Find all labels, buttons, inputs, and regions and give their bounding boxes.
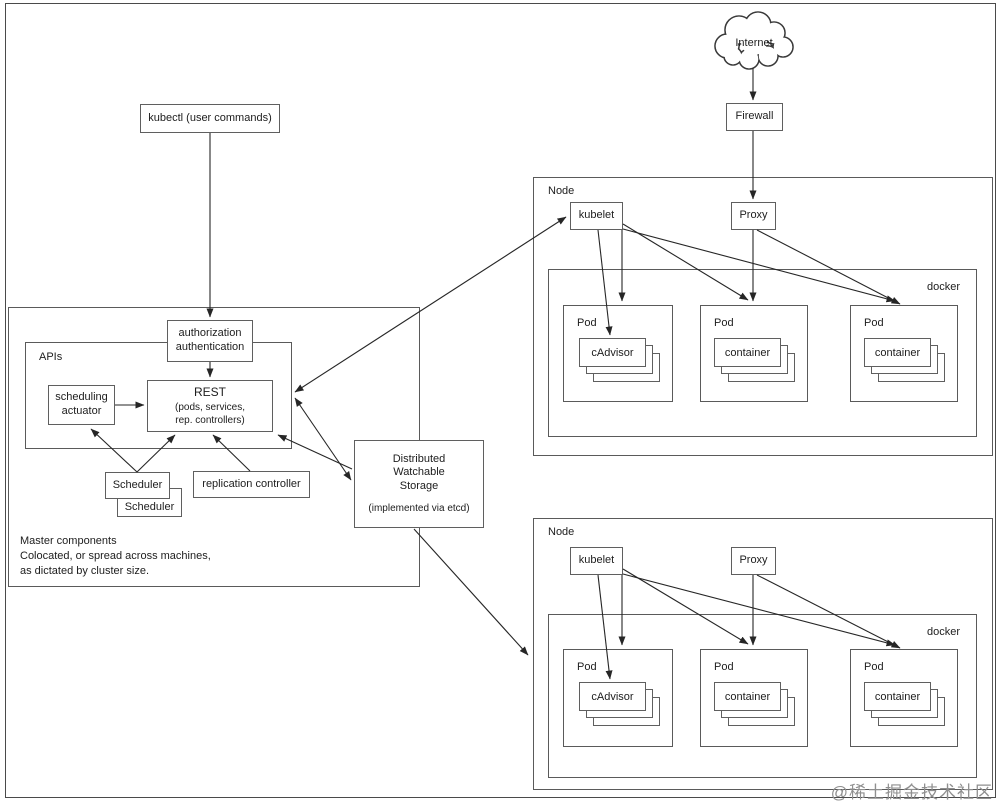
container-label: container: [874, 346, 921, 359]
kubelet-label: kubelet: [578, 209, 615, 222]
pod-box: Pod: [700, 305, 808, 402]
kubelet-label: kubelet: [578, 554, 615, 567]
rest-subtitle: (pods, services, rep. controllers): [174, 402, 246, 426]
container-label: cAdvisor: [591, 690, 634, 703]
proxy-box-1: Proxy: [731, 202, 776, 230]
pod-label: Pod: [864, 661, 884, 673]
container-box: container: [864, 338, 931, 367]
node-label: Node: [548, 185, 575, 197]
replication-controller-box: replication controller: [193, 471, 310, 498]
container-label: container: [724, 346, 771, 359]
master-note: Master components Colocated, or spread a…: [20, 535, 211, 577]
firewall-box: Firewall: [726, 103, 783, 131]
storage-box: Distributed Watchable Storage (implement…: [354, 440, 484, 528]
pod-label: Pod: [714, 661, 734, 673]
container-box: cAdvisor: [579, 682, 646, 711]
scheduler-back-label: Scheduler: [124, 501, 175, 513]
storage-title: Distributed Watchable Storage: [392, 452, 446, 493]
pod-box: Pod: [850, 305, 958, 402]
auth-box: authorization authentication: [167, 320, 253, 362]
pod-box: Pod: [700, 649, 808, 747]
kubelet-box-2: kubelet: [570, 547, 623, 575]
container-label: cAdvisor: [591, 346, 634, 359]
storage-note: (implemented via etcd): [368, 502, 470, 514]
container-box: container: [714, 682, 781, 711]
kubectl-label: kubectl (user commands): [148, 111, 272, 124]
pod-label: Pod: [714, 317, 734, 329]
node-label: Node: [548, 526, 575, 538]
proxy-box-2: Proxy: [731, 547, 776, 575]
container-box: cAdvisor: [579, 338, 646, 367]
scheduler-front-label: Scheduler: [112, 478, 163, 491]
apis-label: APIs: [39, 351, 63, 363]
scheduler-box-front: Scheduler: [105, 472, 170, 499]
pod-label: Pod: [864, 317, 884, 329]
container-box: container: [864, 682, 931, 711]
kubelet-box-1: kubelet: [570, 202, 623, 230]
rest-title: REST: [193, 385, 226, 399]
pod-box: Pod: [563, 649, 673, 747]
rest-box: REST (pods, services, rep. controllers): [147, 380, 273, 432]
pod-label: Pod: [577, 317, 597, 329]
outer-border: [5, 3, 996, 798]
docker-label: docker: [926, 281, 960, 293]
replication-controller-label: replication controller: [202, 477, 301, 490]
watermark: @稀土掘金技术社区: [830, 783, 993, 802]
container-box: container: [714, 338, 781, 367]
auth-label: authorization authentication: [175, 327, 245, 353]
node-box-2: Node: [533, 518, 993, 790]
proxy-label: Proxy: [739, 554, 768, 567]
container-label: container: [724, 690, 771, 703]
firewall-label: Firewall: [735, 110, 774, 123]
scheduling-actuator-label: scheduling actuator: [55, 391, 108, 417]
kubectl-box: kubectl (user commands): [140, 104, 280, 133]
container-label: container: [874, 690, 921, 703]
pod-label: Pod: [577, 661, 597, 673]
docker-label: docker: [926, 626, 960, 638]
pod-box: Pod: [850, 649, 958, 747]
scheduling-actuator-box: scheduling actuator: [48, 385, 115, 425]
proxy-label: Proxy: [739, 209, 768, 222]
